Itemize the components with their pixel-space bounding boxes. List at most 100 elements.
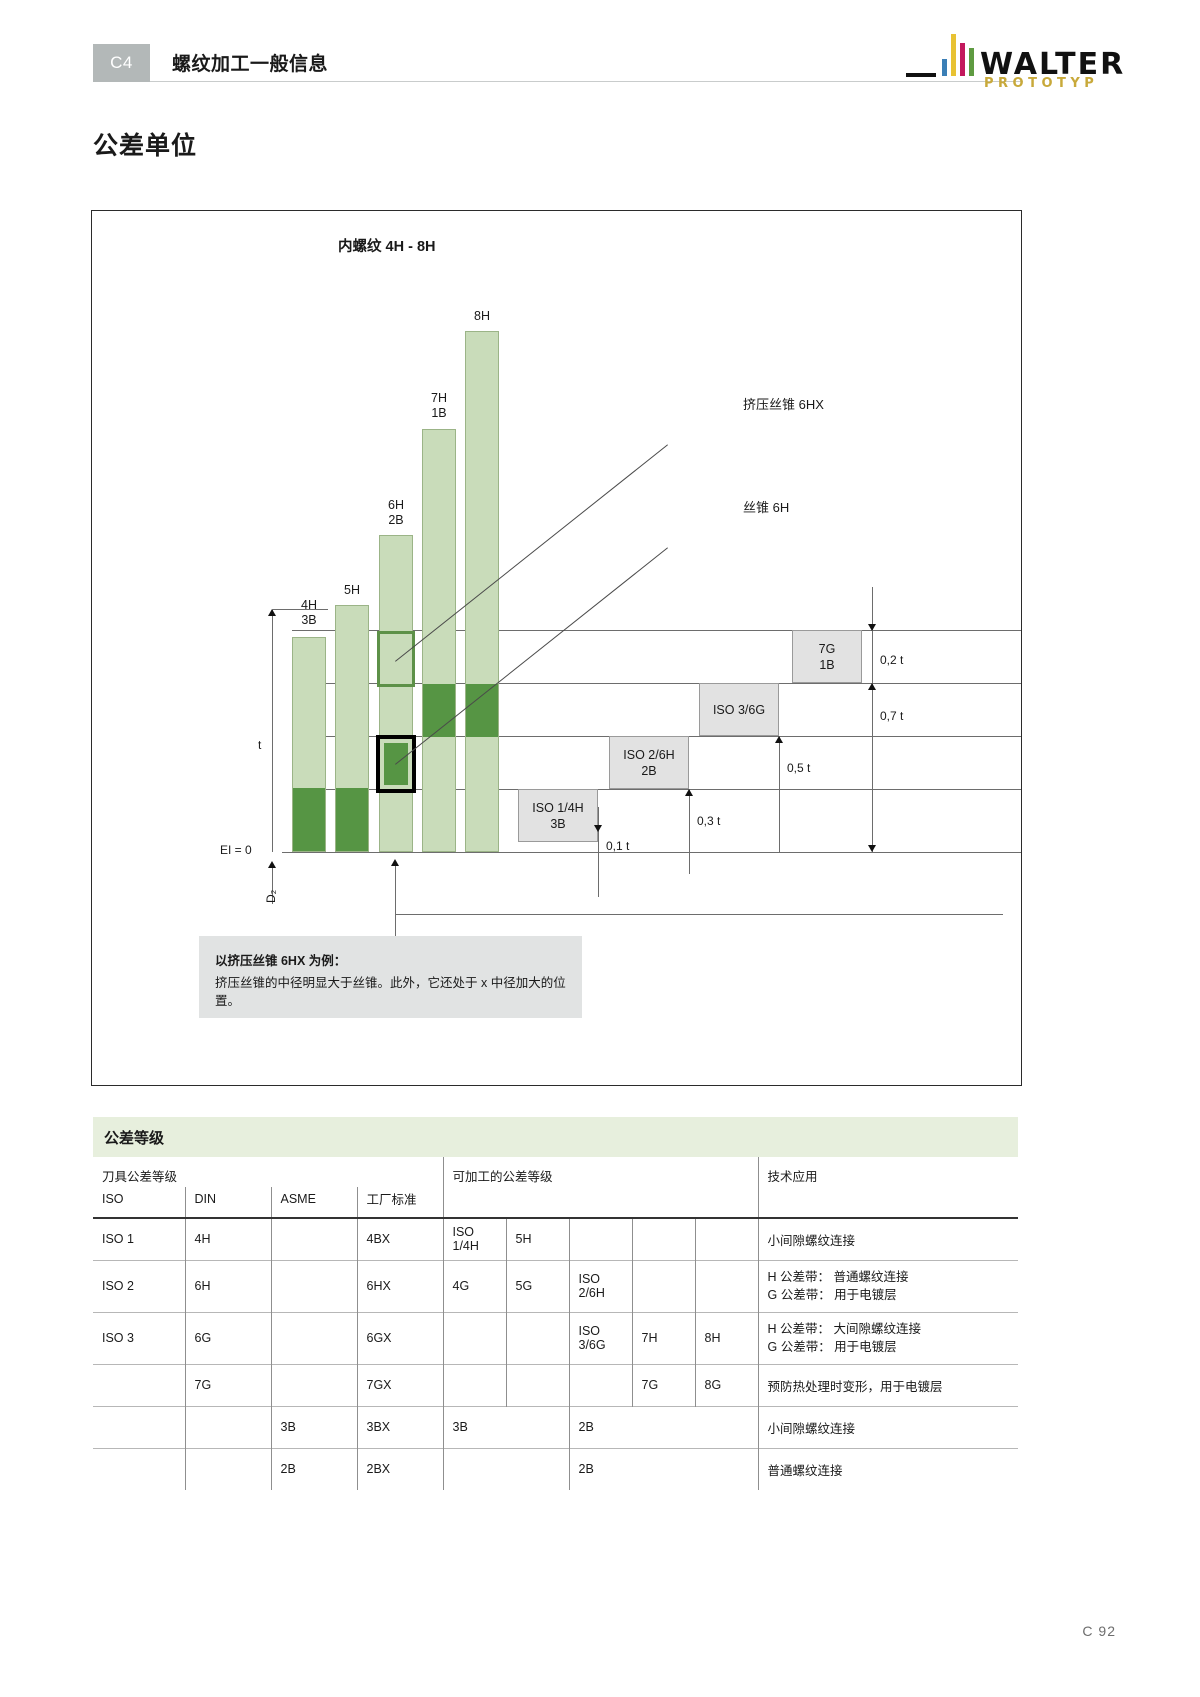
cell-m3: ISO 2/6H [568, 1259, 632, 1312]
dim-arrow-0-7t-bottom [868, 845, 876, 852]
figure-title: 内螺纹 4H - 8H [338, 239, 436, 255]
cell-asme [270, 1363, 357, 1406]
cell-m1 [442, 1311, 506, 1364]
table: 刀具公差等级 可加工的公差等级 技术应用 ISO DIN ASME 工厂标准 I… [93, 1157, 1018, 1490]
bar-label-5h: 5H [344, 583, 360, 597]
dim-label-t: t [258, 738, 262, 752]
dim-value-0-7t: 0,7 t [880, 709, 904, 723]
dim-value-0-5t: 0,5 t [787, 761, 811, 775]
cell-factory: 4BX [356, 1217, 443, 1260]
subheader-application-blank [757, 1187, 1018, 1219]
cell-application: 预防热处理时变形，用于电镀层 [757, 1363, 1018, 1406]
cell-factory: 7GX [356, 1363, 443, 1406]
table-row: ISO 1 4H 4BX ISO 1/4H 5H 小间隙螺纹连接 [93, 1217, 1018, 1260]
cell-iso [93, 1363, 185, 1406]
dim-line-t [272, 609, 273, 852]
dim-line-d2 [272, 864, 273, 904]
grey-box-iso1-4h-3b: ISO 1/4H 3B [518, 789, 598, 842]
tolerance-diagram: 内螺纹 4H - 8H 4H 3B 5H 6H 2B 7H 1B 8H [91, 210, 1022, 1086]
cell-asme [270, 1259, 357, 1312]
cell-m-span-a [442, 1447, 569, 1490]
bar-6h-2b [379, 535, 413, 852]
tolerance-class-table: 公差等级 刀具公差等级 可加工的公差等级 技术应用 ISO DIN ASME 工… [93, 1117, 1018, 1490]
cell-m4 [631, 1259, 695, 1312]
logo-dash-icon [906, 73, 936, 77]
dim-value-0-3t: 0,3 t [697, 814, 721, 828]
cell-m2: 5G [505, 1259, 569, 1312]
subheader-asme: ASME [270, 1187, 357, 1219]
cell-m3: ISO 3/6G [568, 1311, 632, 1364]
cell-din [184, 1405, 271, 1448]
logo-subbrand: PROTOTYP [984, 76, 1099, 91]
page-number: C 92 [1082, 1623, 1116, 1639]
bar-label-8h: 8H [474, 309, 490, 323]
cell-m2: 5H [505, 1217, 569, 1260]
ref-line-0-3t [292, 789, 1021, 790]
note-callout-line [395, 861, 396, 936]
dim-arrow-0-7t-top [868, 683, 876, 690]
cell-m5 [694, 1217, 758, 1260]
cell-factory: 3BX [356, 1405, 443, 1448]
cell-asme [270, 1311, 357, 1364]
cell-iso: ISO 2 [93, 1259, 185, 1312]
cell-m-span-b: 2B [568, 1447, 758, 1490]
bar-8h-band [466, 684, 498, 737]
bar-7h-1b [422, 429, 456, 852]
cell-m5 [694, 1259, 758, 1312]
cell-application: 普通螺纹连接 [757, 1447, 1018, 1490]
cell-application: H 公差带： 普通螺纹连接 G 公差带： 用于电镀层 [757, 1259, 1018, 1312]
cell-m3 [568, 1363, 632, 1406]
cell-m-span-b: 2B [568, 1405, 758, 1448]
grey-box-7g-1b: 7G 1B [792, 630, 862, 683]
baseline-label-ei0: EI = 0 [220, 843, 252, 857]
figure-note-body: 挤压丝锥的中径明显大于丝锥。此外，它还处于 x 中径加大的位置。 [215, 976, 566, 1008]
dim-arrow-t [268, 609, 276, 616]
ref-line-baseline [282, 852, 1021, 853]
table-row: 3B 3BX 3B 2B 小间隙螺纹连接 [93, 1405, 1018, 1448]
highlight-forming-tap-6hx [377, 631, 415, 687]
table-row: 7G 7GX 7G 8G 预防热处理时变形，用于电镀层 [93, 1363, 1018, 1406]
cell-din: 7G [184, 1363, 271, 1406]
bar-5h [335, 605, 369, 852]
dim-arrow-0-5t [775, 736, 783, 743]
cell-m1 [442, 1363, 506, 1406]
table-row: 2B 2BX 2B 普通螺纹连接 [93, 1447, 1018, 1490]
ref-line-0-7t [292, 683, 1021, 684]
axis-label-d2: D₂ [264, 889, 278, 903]
cell-m4: 7H [631, 1311, 695, 1364]
grey-box-iso2-6h-2b: ISO 2/6H 2B [609, 736, 689, 789]
table-caption: 公差等级 [93, 1117, 1018, 1157]
table-row: ISO 3 6G 6GX ISO 3/6G 7H 8H H 公差带： 大间隙螺纹… [93, 1311, 1018, 1364]
cell-factory: 2BX [356, 1447, 443, 1490]
cell-m5: 8H [694, 1311, 758, 1364]
cell-din: 6H [184, 1259, 271, 1312]
bar-label-7h-1b: 7H 1B [431, 391, 447, 420]
cell-asme: 3B [270, 1405, 357, 1448]
cell-m4 [631, 1217, 695, 1260]
dim-arrow-0-1t [594, 825, 602, 832]
bar-4h-3b-band [293, 788, 325, 851]
table-group-header-row: 刀具公差等级 可加工的公差等级 技术应用 [93, 1157, 1018, 1187]
dim-line-0-1t [598, 807, 599, 897]
bar-5h-band [336, 788, 368, 851]
leader-label-tap: 丝锥 6H [743, 500, 790, 515]
cell-m1: ISO 1/4H [442, 1217, 506, 1260]
figure-note-title: 以挤压丝锥 6HX 为例： [215, 954, 347, 968]
cell-m4: 7G [631, 1363, 695, 1406]
dim-line-0-7t [872, 683, 873, 852]
cell-factory: 6HX [356, 1259, 443, 1312]
dim-arrow-d2 [268, 861, 276, 868]
cell-asme [270, 1217, 357, 1260]
cell-din: 4H [184, 1217, 271, 1260]
page-header: C4 螺纹加工一般信息 [93, 44, 1023, 86]
figure-note-box: 以挤压丝锥 6HX 为例： 挤压丝锥的中径明显大于丝锥。此外，它还处于 x 中径… [199, 936, 582, 1018]
grey-box-iso3-6g: ISO 3/6G [699, 683, 779, 736]
note-callout-elbow [395, 914, 1003, 915]
dim-value-0-2t: 0,2 t [880, 653, 904, 667]
header-title: 螺纹加工一般信息 [172, 54, 329, 75]
header-title-bar: 螺纹加工一般信息 [150, 44, 1023, 82]
cell-m3 [568, 1217, 632, 1260]
note-callout-arrow [391, 859, 399, 866]
header-tool-tolerance: 刀具公差等级 [102, 1170, 178, 1184]
dim-arrow-0-2t [868, 624, 876, 631]
